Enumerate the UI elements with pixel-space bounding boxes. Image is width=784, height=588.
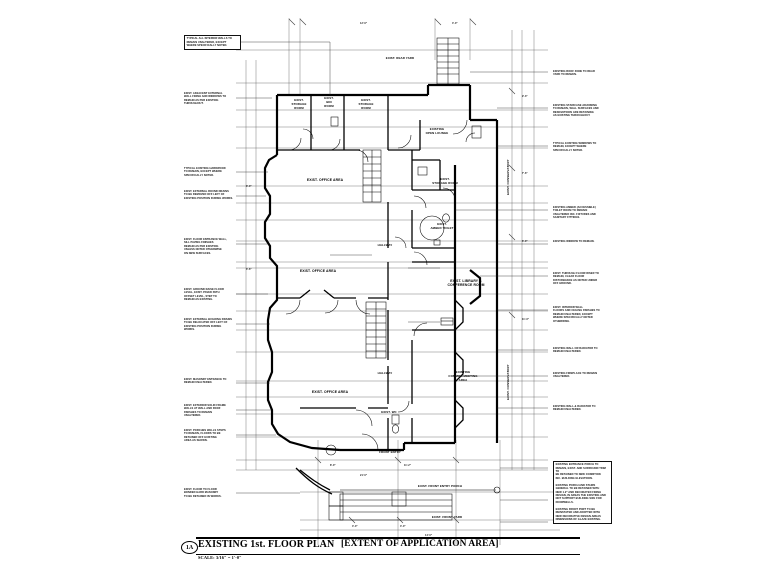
annotation-note-r2: EXISTING STAIRCASE ADJOINING TO REMAIN, …: [553, 104, 599, 118]
annotation-note-r7: EXIST. INTERIOR WALL FLOORS AND CEILING …: [553, 306, 600, 323]
fireplace: [440, 317, 454, 326]
annotation-note-l6: EXIST. GROUND RAISE FLOOR LEVEL, EXIST. …: [184, 288, 224, 302]
title-rule-bottom: [196, 553, 580, 556]
room-label-office-area-3: EXIST. OFFICE AREA: [311, 390, 349, 394]
dimension-d-r-1: 9'-3": [522, 95, 528, 98]
room-label-bin-room: EXIST. BIN ROOM: [324, 96, 334, 108]
annotation-note-r8: EXISTING WALL OR RADIATOR TO REMAIN UNAL…: [553, 347, 598, 354]
room-label-storage-room-2: EXIST. STORAGE ROOM: [358, 98, 374, 110]
title-rule-top: [196, 537, 580, 539]
annotation-note-r4: EXISTING AMBED (ACCESSIBLE) TOILET ROOM …: [553, 206, 596, 220]
interior-stair-rear: [362, 149, 382, 203]
annotation-note-r9: EXISTING FIREPLACE TO REMAIN UNALTERED.: [553, 372, 598, 379]
wc-fixtures: [391, 414, 400, 434]
room-label-exist-wc: EXIST. WC: [381, 410, 397, 414]
annotation-note-l4: EXIST. EXTERNAL ROUND DRAINS TO BE REMOV…: [184, 190, 234, 200]
annotation-note-l11: EXIST. FLOOR TO FLOOR BONDED HARD MASONR…: [184, 488, 222, 498]
interior-stair-mid: [365, 301, 387, 359]
room-label-hallway-upper: HALLWAY: [377, 243, 393, 247]
dimension-d-b-1: 8'-0": [330, 464, 336, 467]
dimension-d-b-3: 21'-0": [360, 474, 368, 477]
annotation-note-l5: EXIST. FLOOR ENTRANCE WALL, SILL PAVING …: [184, 238, 227, 255]
annotation-note-l8: EXIST. MASONRY ENTRANCE TO REMAIN UNALTE…: [184, 378, 227, 385]
room-label-common-meeting: EXISTING COMMON MEETING AREA: [448, 370, 478, 382]
room-label-front-entry-porch: EXIST. FRONT ENTRY PORCH: [417, 484, 463, 488]
door-swings: [285, 119, 468, 451]
detail-tag-bubble: 1A: [181, 541, 198, 554]
dimension-grid-lines: [236, 18, 560, 545]
annotation-note-l7: EXIST. EXTERNAL BUILDING DRAINS TO BE RE…: [184, 318, 233, 332]
room-label-ambed-toilet: EXIST. AMBED TOILET: [430, 222, 454, 230]
annotation-note-r1: EXISTING ROOF ZONE TO REAR YARD TO REMAI…: [553, 70, 595, 77]
room-label-conservatory-upper: EXIST. CONSERVATORY: [506, 159, 510, 195]
room-label-open-lounge: EXISTING OPEN LOUNGE: [425, 127, 449, 135]
front-steps: [328, 491, 453, 521]
storage-fixture: [417, 166, 428, 176]
dimension-d-r-3: 6'-0": [522, 240, 528, 243]
annotation-note-r10: EXISTING WALL & RADIATOR TO REMAIN UNALT…: [553, 405, 596, 412]
annotation-note-r6: EXIST. THROUGH FLOOR RISER TO REMAIN, CL…: [553, 272, 599, 286]
annotation-note-l1: TYPICAL ALL INTERIOR WALLS TO REMAIN UNA…: [184, 35, 242, 50]
dimension-d-r-4: 11'-3": [522, 318, 529, 321]
bin-room-fixture: [330, 116, 339, 127]
room-label-storage-room-1: EXIST. STORAGE ROOM: [291, 98, 307, 110]
annotation-note-l2: EXIST. ADJACENT EXTERNAL WALL FINISH AND…: [184, 92, 227, 106]
rear-yard-stair: [436, 37, 460, 85]
dimension-d-b-4: 4'-0": [352, 525, 358, 528]
front-porch: [295, 444, 501, 521]
annotation-note-r5: EXISTING WINDOW TO REMAIN.: [553, 240, 595, 243]
annotation-note-l3: TYPICAL EXISTING HARDWOOD TO REMAIN, EXC…: [184, 167, 226, 177]
application-extent-label: [EXTENT OF APPLICATION AREA]: [341, 539, 499, 549]
scale-label: SCALE: 3/16" = 1'-0": [198, 554, 242, 560]
dimension-d-top-2: 4'-0": [452, 22, 458, 25]
room-label-rear-yard: EXIST. REAR YARD: [385, 56, 415, 60]
annotation-note-l10: EXIST. PORCHES WALLS STEPS TO REMAIN, FL…: [184, 429, 226, 443]
room-label-front-entry: FRONT ENTRY: [379, 450, 401, 454]
room-label-conservatory-lower: EXIST. CONSERVATORY: [506, 364, 510, 400]
dimension-d-r-2: 7'-6": [522, 172, 528, 175]
dimension-d-top-1: 12'-6": [360, 22, 368, 25]
interior-partitions: [277, 116, 482, 450]
dimension-d-b-5: 4'-0": [400, 525, 406, 528]
room-label-office-area-2: EXIST. OFFICE AREA: [299, 269, 337, 273]
dimension-d-l-2: 3'-6": [246, 268, 252, 271]
leader-lines: [236, 41, 548, 523]
annotation-note-r3: TYPICAL EXISTING WINDOWS TO REMAIN, EXCE…: [553, 142, 597, 152]
page-title: EXISTING 1st. FLOOR PLAN: [198, 539, 335, 550]
room-label-storage-room-3: EXIST. STORAGE ROOM: [432, 177, 458, 185]
room-label-hallway-lower: HALLWAY: [377, 371, 393, 375]
room-label-front-yard: EXIST. FRONT YARD: [431, 515, 463, 519]
ambed-toilet-fixtures: [419, 213, 450, 246]
annotation-note-l9: EXIST. EXTERIOR SOLID FRAME WALLS AT WAL…: [184, 404, 226, 418]
dimension-d-b-6: 14'-0": [425, 534, 433, 537]
room-label-library-conf: EXIST. LIBRARY & CONFERENCE ROOM: [447, 279, 485, 288]
annotation-note-r11: EXISTING ENTRANCE PORCH TO REMAIN, EXIST…: [553, 461, 613, 524]
dimension-d-l-1: 3'-0": [246, 185, 252, 188]
room-label-office-area-1: EXIST. OFFICE AREA: [306, 178, 344, 182]
lounge-fixtures: [465, 125, 482, 143]
dimension-d-b-2: 11'-2": [404, 464, 411, 467]
